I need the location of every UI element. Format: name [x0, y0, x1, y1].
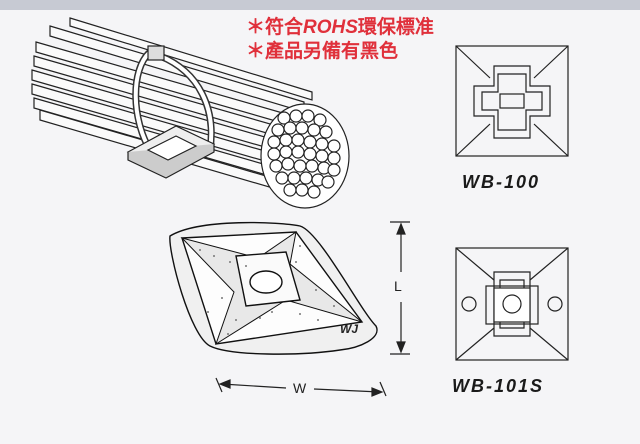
product-notes: ＊符合ROHS環保標准 ＊產品另備有黑色: [246, 16, 434, 64]
width-label: W: [293, 380, 307, 396]
model-label-wb-101s: WB-101S: [452, 376, 545, 396]
wj-mark: WJ: [340, 322, 358, 336]
cable-bundle-illustration: [31, 17, 350, 209]
wb-101s-drawing: [455, 247, 569, 361]
length-dimension-arrow: [390, 221, 410, 355]
model-label-wb-100: WB-100: [462, 172, 541, 192]
length-label: L: [394, 278, 402, 294]
wb-100-drawing: [455, 45, 569, 157]
top-band: [0, 0, 640, 10]
rohs-note: ＊符合ROHS環保標准: [246, 17, 434, 38]
wb-101s-3d-drawing: [169, 221, 378, 355]
width-dimension-arrow: [215, 377, 387, 397]
black-color-note: ＊產品另備有黑色: [246, 41, 399, 62]
